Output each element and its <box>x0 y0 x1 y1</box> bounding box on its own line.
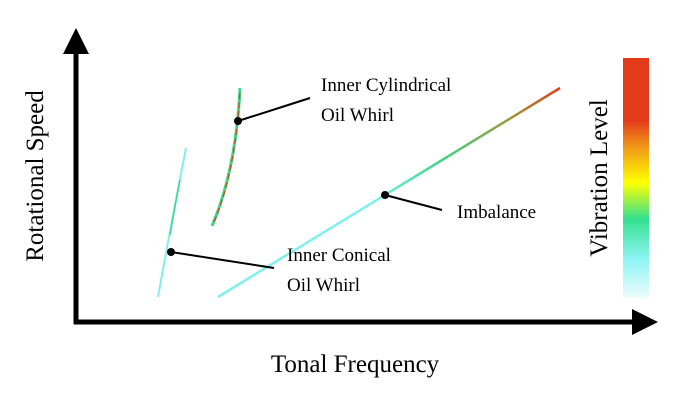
cylindrical-label-line1: Inner Cylindrical <box>321 75 451 96</box>
x-axis-arrow-icon <box>632 309 658 335</box>
imbalance-label: Imbalance <box>457 202 536 223</box>
y-axis-arrow-icon <box>63 28 89 54</box>
conical-label-line2: Oil Whirl <box>287 275 360 296</box>
imbalance-trace <box>217 86 561 299</box>
y-axis <box>63 28 89 324</box>
conical-marker <box>167 248 175 256</box>
x-axis-label: Tonal Frequency <box>271 351 440 378</box>
imbalance-leader <box>384 194 443 211</box>
cylindrical-whirl-trace <box>210 87 242 227</box>
x-axis <box>74 309 658 335</box>
conical-label-line1: Inner Conical <box>287 245 391 266</box>
cylindrical-whirl-trace-core <box>213 89 241 223</box>
conical-whirl-trace-mid <box>169 179 181 236</box>
vibration-colorbar <box>623 58 649 298</box>
cylindrical-marker <box>234 117 242 125</box>
cylindrical-leader <box>237 97 311 122</box>
conical-leader <box>170 251 275 269</box>
colorbar-label: Vibration Level <box>586 99 613 257</box>
y-axis-label: Rotational Speed <box>22 90 49 262</box>
imbalance-marker <box>381 191 389 199</box>
cylindrical-label-line2: Oil Whirl <box>321 105 394 126</box>
